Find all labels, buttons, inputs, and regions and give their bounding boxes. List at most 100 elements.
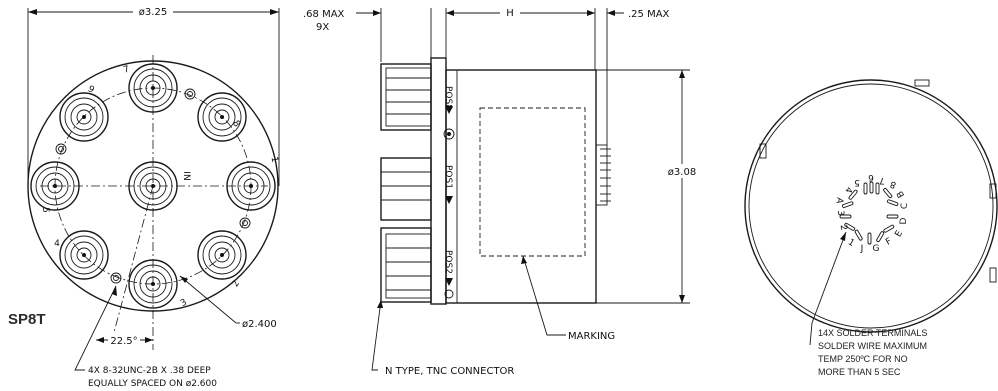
- label-mask: [133, 5, 173, 18]
- connector-note-leader: [371, 299, 382, 371]
- dimension-arrow: [373, 10, 381, 16]
- connector-side-middle: [380, 157, 432, 221]
- terminal-ring: [839, 181, 899, 245]
- mounting-hole: [110, 272, 122, 284]
- terminal-label-f: F: [884, 237, 893, 248]
- bolt-circle-label: ø2.400: [242, 319, 277, 330]
- connector-port-4: [59, 230, 109, 280]
- port-number-5: 5: [40, 207, 50, 213]
- diameter-label: ø3.25: [139, 7, 167, 18]
- rim-notch: [759, 143, 767, 159]
- connector-port-5: [30, 161, 80, 211]
- terminal-label-5: 5: [854, 177, 860, 187]
- dimension-arrow: [96, 337, 104, 343]
- dimension-arrow: [28, 9, 37, 15]
- terminal-note-leader: [809, 231, 847, 346]
- terminal-label-a: A: [833, 196, 844, 205]
- marking-leader: [522, 255, 566, 336]
- connector-port-2: [197, 230, 247, 280]
- hole-note-line1: 4X 8-32UNC-2B X .38 DEEP: [88, 366, 211, 376]
- leader-arrow: [377, 300, 383, 308]
- connector-port-3: [128, 259, 178, 309]
- body-diameter-label: ø3.08: [668, 167, 696, 178]
- terminal-label-d: D: [899, 217, 909, 224]
- terminal-label-4: 4: [842, 185, 853, 194]
- terminal-label-1: 1: [846, 238, 856, 250]
- label-mask: [662, 164, 702, 178]
- front-view: ø3.25: [8, 5, 280, 389]
- dimension-arrow: [679, 295, 685, 303]
- pos2-label: POS2: [443, 250, 453, 274]
- terminal-label-g: G: [873, 244, 880, 254]
- connector-side-bottom: [380, 227, 432, 303]
- port-number-8: 8: [230, 119, 242, 129]
- angle-label: 22.5°: [110, 336, 137, 347]
- mounting-hole: [239, 217, 251, 229]
- terminal-label-j: J: [860, 244, 864, 254]
- hole-note-line2: EQUALLY SPACED ON ø2.600: [88, 379, 217, 389]
- terminal-label-3: 3: [835, 210, 845, 216]
- pos8-arrow: [445, 106, 453, 114]
- hole-note-leader: [74, 285, 117, 371]
- terminal-note-line2: SOLDER WIRE MAXIMUM: [818, 341, 927, 351]
- center-label-in: IN: [181, 171, 191, 180]
- connector-note: N TYPE, TNC CONNECTOR: [385, 366, 514, 377]
- port-number-2: 2: [231, 279, 243, 289]
- terminal-label-2: 2: [838, 224, 849, 231]
- pos2-arrow: [445, 278, 453, 286]
- terminal-label-6: 6: [868, 172, 874, 182]
- terminal-label-e: E: [894, 229, 906, 239]
- dimension-arrow: [446, 10, 454, 16]
- leader-arrow: [840, 232, 846, 241]
- dimension-arrow: [145, 337, 153, 343]
- angle-reference-line: [111, 185, 154, 341]
- port-number-6: 6: [87, 82, 97, 94]
- terminal-note-line4: MORE THAN 5 SEC: [818, 367, 901, 377]
- terminal-note-line1: 14X SOLDER TERMINALS: [818, 328, 927, 338]
- port-number-3: 3: [179, 298, 189, 310]
- side-view: .68 MAX 9X H .25 MAX: [303, 6, 702, 377]
- terminal-note-line3: TEMP 250ºC FOR NO: [818, 354, 908, 364]
- connector-port-7: [128, 63, 178, 113]
- pos1-label: POS1: [443, 165, 453, 189]
- mounting-hole: [55, 143, 67, 155]
- dimension-arrow: [679, 70, 685, 78]
- rear-body-outline-inner: [748, 83, 994, 329]
- solder-terminals-side: [595, 144, 611, 206]
- leader-arrow: [112, 286, 117, 296]
- center-connector-in: [128, 161, 178, 211]
- pos1-arrow: [445, 196, 453, 204]
- leader-arrow: [521, 256, 527, 264]
- pos8-label: POS8: [443, 86, 453, 110]
- connector-port-1: [226, 161, 276, 211]
- connector-side-top: [380, 63, 432, 131]
- dimension-arrow: [607, 10, 615, 16]
- rim-notch: [989, 183, 997, 199]
- dimension-arrow: [587, 10, 595, 16]
- indicator-screw-center: [447, 132, 451, 136]
- port-number-4: 4: [54, 239, 60, 249]
- terminal-max-label: .25 MAX: [628, 9, 670, 20]
- indicator-screw: [443, 128, 455, 140]
- marking-area: [479, 107, 586, 257]
- terminal-label-b: B: [895, 189, 907, 199]
- dimension-arrow: [270, 9, 279, 15]
- rear-body-outline-outer: [744, 79, 998, 333]
- port-number-1: 1: [269, 156, 280, 163]
- mounting-hole: [184, 88, 196, 100]
- rim-notch: [914, 79, 930, 87]
- indicator-screw: [444, 289, 454, 299]
- connector-port-8: [197, 92, 247, 142]
- switch-body-side: [445, 69, 597, 304]
- connector-port-6: [59, 92, 109, 142]
- terminal-label-c: C: [900, 203, 910, 209]
- port-number-7: 7: [122, 64, 130, 75]
- rim-notch: [989, 267, 997, 283]
- label-mask: [500, 6, 520, 19]
- label-mask: [108, 333, 140, 346]
- marking-label: MARKING: [568, 331, 615, 342]
- terminal-label-7: 7: [879, 175, 885, 185]
- rear-view: 7 6 5 8 4 A 3 2 B C D E F G J 1 14X SOLD…: [744, 79, 998, 377]
- bolt-circle-leader: [179, 275, 237, 324]
